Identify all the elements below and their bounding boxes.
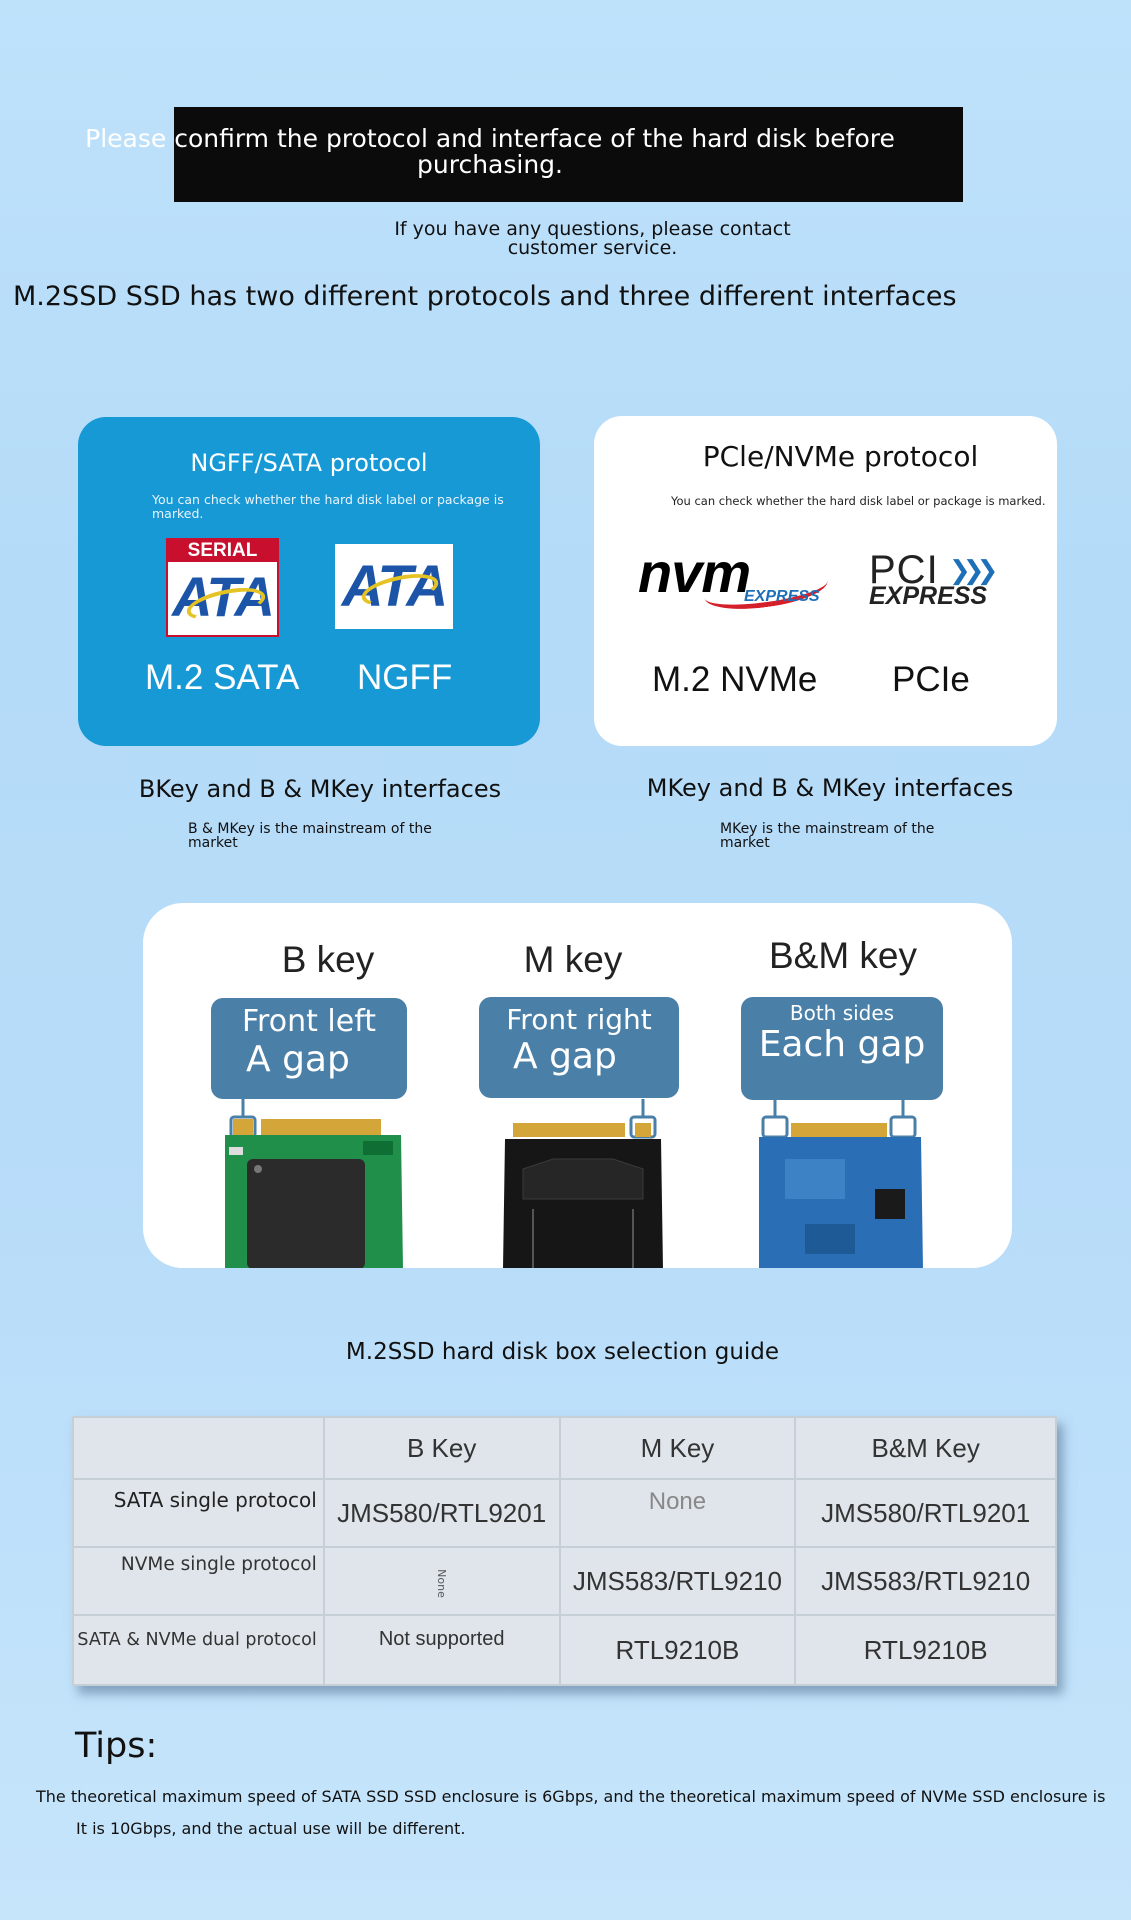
contact-text: If you have any questions, please contac… <box>394 218 791 259</box>
row-label: SATA single protocol <box>72 1478 325 1548</box>
row-label: NVMe single protocol <box>72 1546 325 1616</box>
b-key-title: B key <box>281 939 375 980</box>
tips-line-2: It is 10Gbps, and the actual use will be… <box>76 1819 466 1838</box>
table-cell: None <box>322 1546 561 1616</box>
m-key-callout: Front right A gap <box>479 997 679 1098</box>
bkey-interfaces-title: BKey and B & MKey interfaces <box>138 775 502 803</box>
table-header-cell: B Key <box>322 1416 561 1480</box>
table-row: SATA & NVMe dual protocol Not supported … <box>72 1614 1057 1686</box>
selection-guide-table: B Key M Key B&M Key SATA single protocol… <box>72 1416 1057 1686</box>
table-cell: JMS580/RTL9201 <box>794 1478 1057 1548</box>
bkey-interfaces-subtitle: B & MKey is the mainstream of the market <box>188 821 432 851</box>
m2-nvme-label: M.2 NVMe <box>652 660 818 699</box>
sata-protocol-card: NGFF/SATA protocol You can check whether… <box>78 417 540 746</box>
page-headline: M.2SSD SSD has two different protocols a… <box>13 281 957 312</box>
tips-line-1: The theoretical maximum speed of SATA SS… <box>36 1787 1106 1806</box>
nvm-express-logo: nvm EXPRESS <box>638 541 830 616</box>
table-header-row: B Key M Key B&M Key <box>72 1416 1057 1480</box>
pci-express-logo: PCI ❯❯❯ EXPRESS <box>869 548 998 610</box>
tips-title: Tips: <box>75 1726 158 1766</box>
table-header-cell: B&M Key <box>794 1416 1057 1480</box>
m2-sata-label: M.2 SATA <box>145 658 300 697</box>
b-key-callout: Front left A gap <box>211 998 407 1099</box>
table-header-cell: M Key <box>558 1416 797 1480</box>
table-cell: Not supported <box>322 1614 561 1686</box>
table-cell: JMS583/RTL9210 <box>558 1546 797 1616</box>
key-types-card: B key Front left A gap M key Front right… <box>143 903 1012 1268</box>
table-header-cell <box>72 1416 325 1480</box>
bm-key-callout: Both sides Each gap <box>741 997 943 1100</box>
pcie-label: PCIe <box>892 660 970 699</box>
table-cell: JMS580/RTL9201 <box>322 1478 561 1548</box>
m-key-ssd-image <box>503 1099 663 1268</box>
row-label: SATA & NVMe dual protocol <box>72 1614 325 1686</box>
sata-card-title: NGFF/SATA protocol <box>190 449 428 477</box>
notice-banner <box>174 107 963 202</box>
mkey-interfaces-subtitle: MKey is the mainstream of the market <box>720 821 935 851</box>
nvme-protocol-card: PCle/NVMe protocol You can check whether… <box>594 416 1057 746</box>
nvme-card-title: PCle/NVMe protocol <box>702 440 979 473</box>
ngff-label: NGFF <box>357 658 453 697</box>
notice-banner-text: Please confirm the protocol and interfac… <box>85 124 895 179</box>
table-cell: RTL9210B <box>558 1614 797 1686</box>
table-row: SATA single protocol JMS580/RTL9201 None… <box>72 1478 1057 1548</box>
serial-ata-logo: SERIAL ATA <box>166 538 279 637</box>
bm-key-title: B&M key <box>768 935 918 976</box>
m-key-title: M key <box>523 939 623 980</box>
ata-logo: ATA <box>335 544 453 629</box>
selection-guide-title: M.2SSD hard disk box selection guide <box>345 1339 780 1365</box>
table-cell: None <box>558 1478 797 1548</box>
b-key-ssd-image <box>225 1099 403 1268</box>
table-cell: JMS583/RTL9210 <box>794 1546 1057 1616</box>
table-cell: RTL9210B <box>794 1614 1057 1686</box>
sata-card-subtitle: You can check whether the hard disk labe… <box>152 492 504 521</box>
mkey-interfaces-title: MKey and B & MKey interfaces <box>646 774 1014 802</box>
tips-text: The theoretical maximum speed of SATA SS… <box>36 1781 1116 1845</box>
bm-key-ssd-image <box>759 1099 923 1268</box>
nvme-card-subtitle: You can check whether the hard disk labe… <box>671 494 1046 508</box>
table-row: NVMe single protocol None JMS583/RTL9210… <box>72 1546 1057 1616</box>
